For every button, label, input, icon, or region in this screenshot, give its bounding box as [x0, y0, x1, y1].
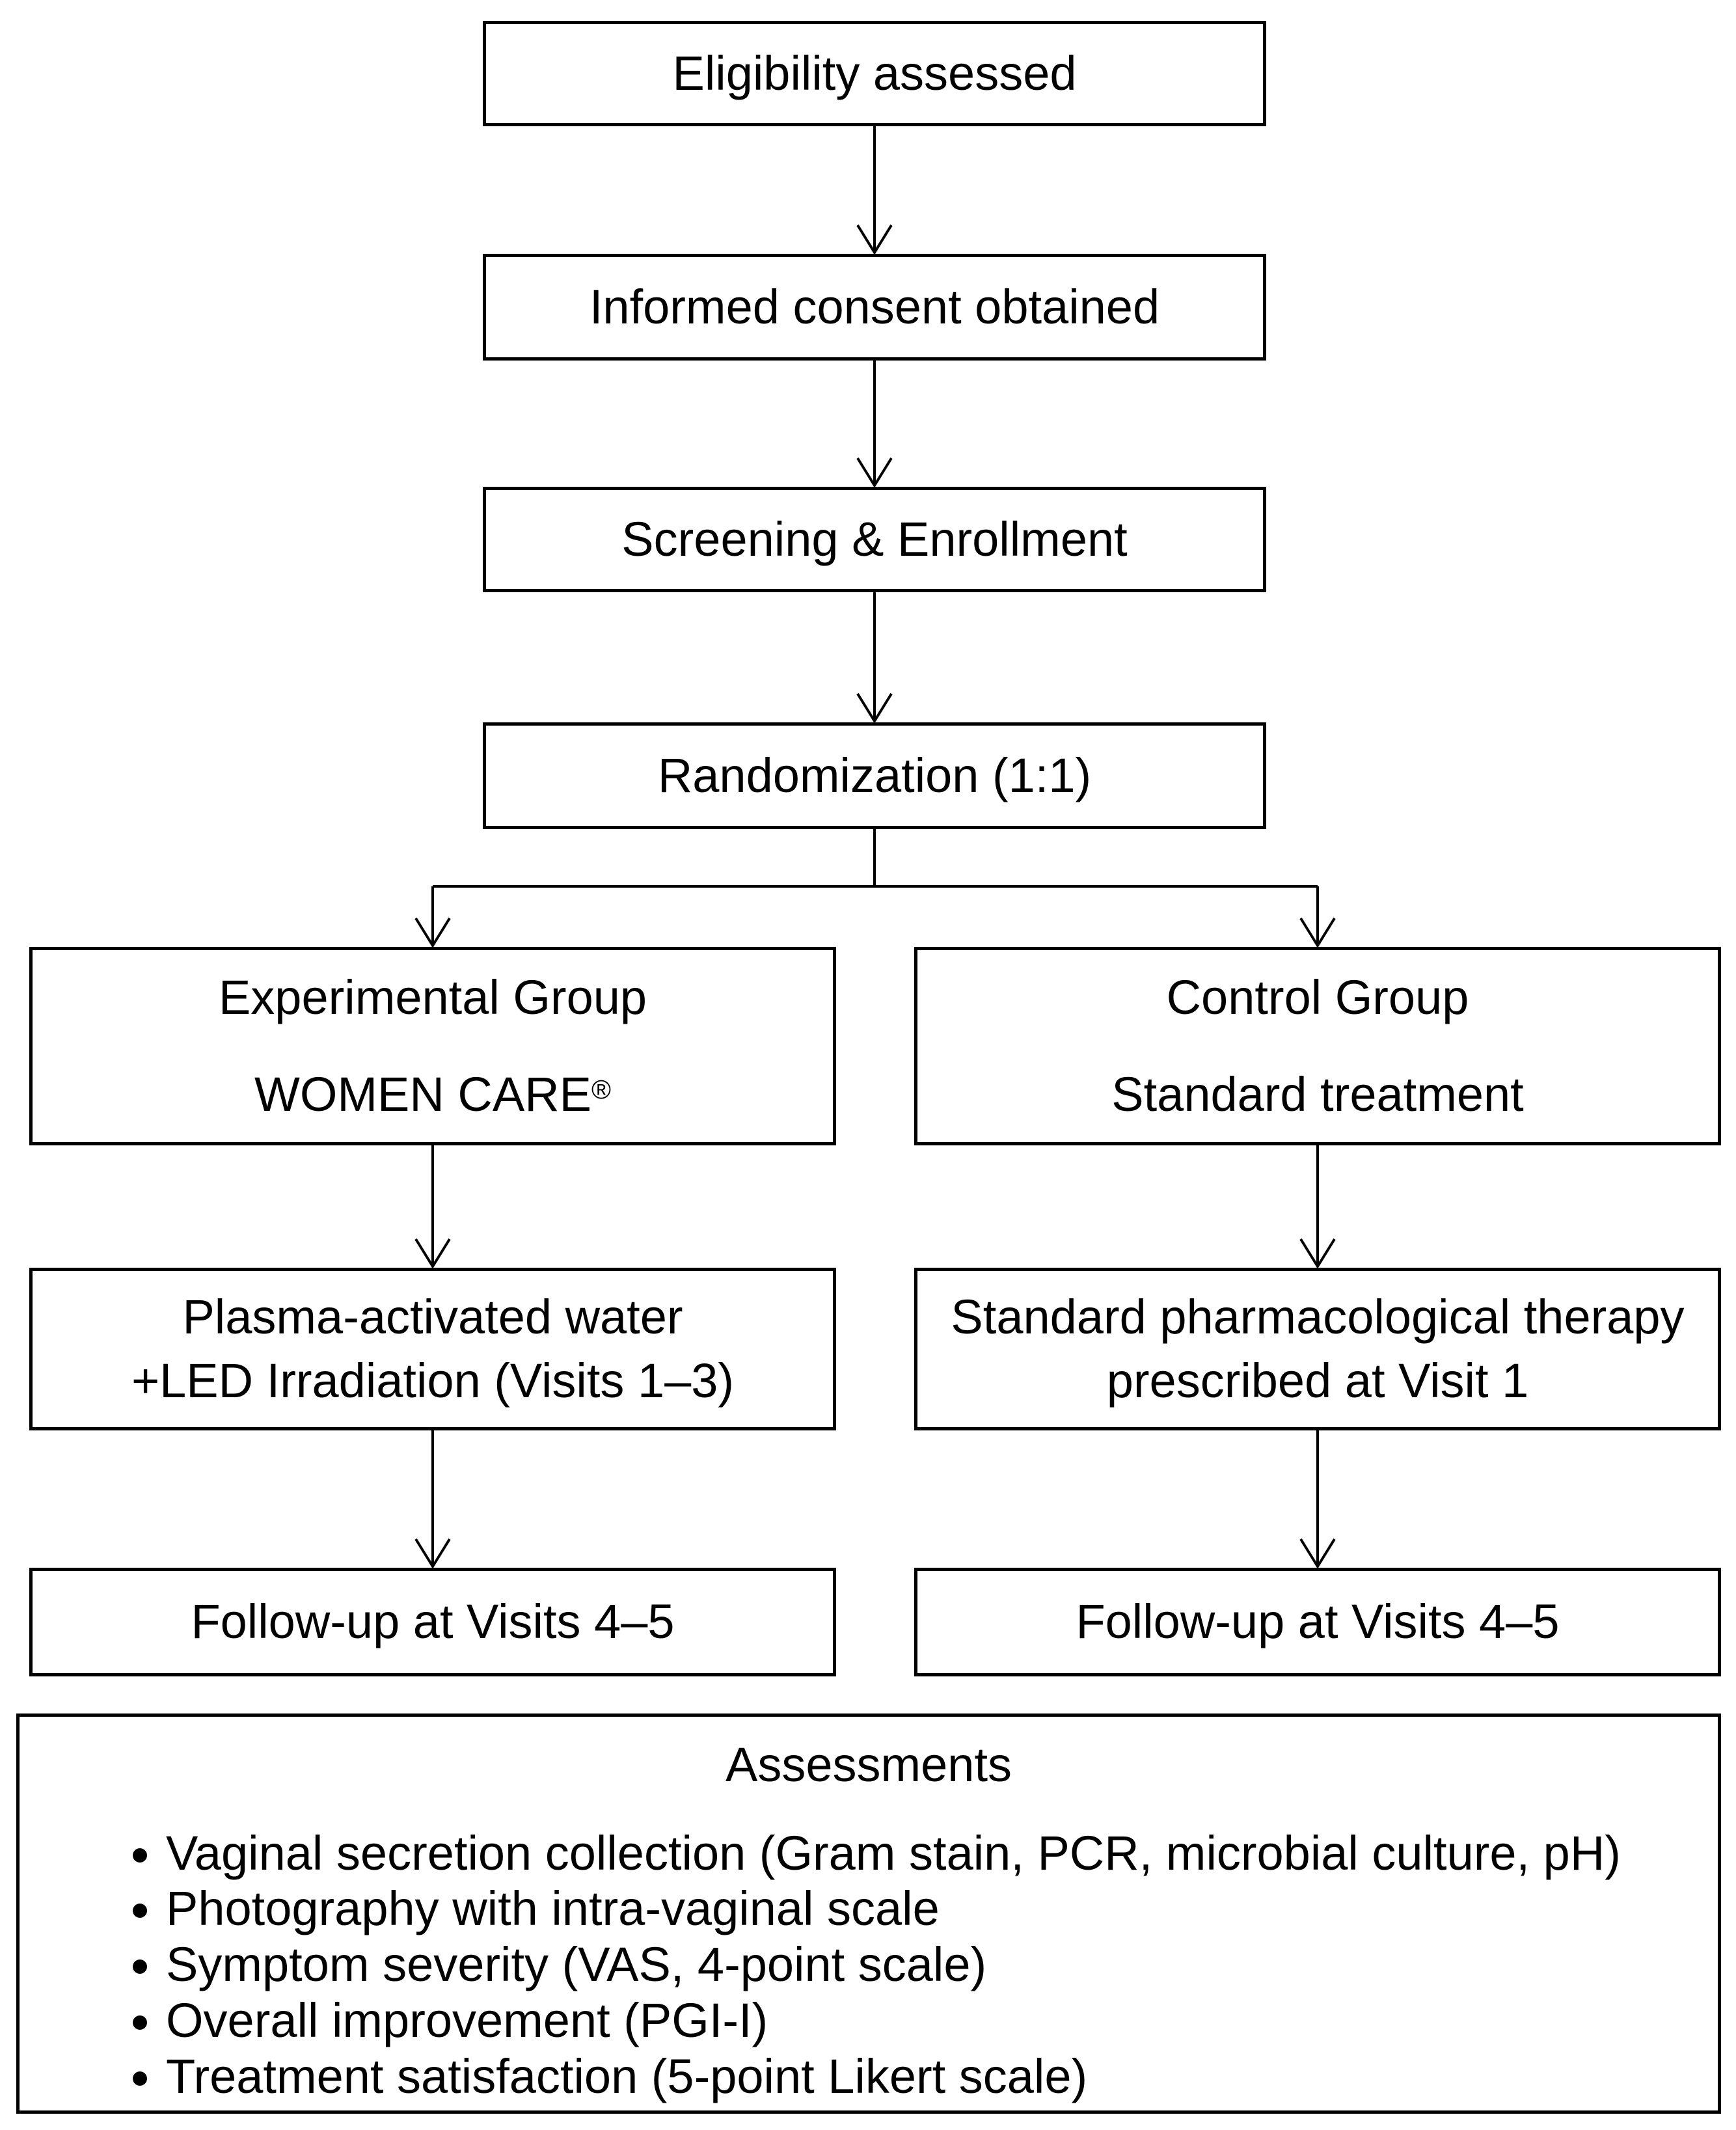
- experimental-group-name: WOMEN CARE®: [254, 1067, 611, 1121]
- arrow-consent-to-screening: [856, 361, 893, 488]
- experimental-treatment-box: Plasma-activated water +LED Irradiation …: [29, 1268, 836, 1430]
- assessment-item: Symptom severity (VAS, 4-point scale): [166, 1937, 1679, 1993]
- assessment-item: Treatment satisfaction (5-point Likert s…: [166, 2049, 1679, 2105]
- eligibility-label: Eligibility assessed: [672, 46, 1077, 100]
- arrow-experimental-to-treatment: [414, 1145, 451, 1269]
- experimental-treatment-line1: Plasma-activated water: [182, 1289, 683, 1344]
- control-treatment-box: Standard pharmacological therapy prescri…: [914, 1268, 1721, 1430]
- informed-consent-label: Informed consent obtained: [589, 279, 1160, 334]
- registered-trademark-symbol: ®: [591, 1074, 611, 1105]
- screening-enrollment-label: Screening & Enrollment: [621, 512, 1128, 566]
- arrow-screening-to-randomization: [856, 592, 893, 724]
- control-followup-label: Follow-up at Visits 4–5: [1076, 1594, 1560, 1649]
- assessment-item: Photography with intra-vaginal scale: [166, 1881, 1679, 1937]
- assessments-title: Assessments: [725, 1738, 1012, 1792]
- randomization-label: Randomization (1:1): [657, 748, 1092, 802]
- experimental-followup-box: Follow-up at Visits 4–5: [29, 1568, 836, 1676]
- experimental-group-box: Experimental Group WOMEN CARE®: [29, 947, 836, 1145]
- assessments-box: Assessments Vaginal secretion collection…: [16, 1714, 1721, 2114]
- control-treatment-line2: prescribed at Visit 1: [1106, 1354, 1529, 1408]
- arrow-control-treatment-to-followup: [1299, 1430, 1336, 1569]
- arrow-control-to-treatment: [1299, 1145, 1336, 1269]
- control-group-box: Control Group Standard treatment: [914, 947, 1721, 1145]
- randomization-branch-connector: [414, 829, 1336, 948]
- screening-enrollment-box: Screening & Enrollment: [483, 487, 1266, 592]
- control-followup-box: Follow-up at Visits 4–5: [914, 1568, 1721, 1676]
- assessments-list: Vaginal secretion collection (Gram stain…: [59, 1825, 1679, 2105]
- randomization-box: Randomization (1:1): [483, 722, 1266, 829]
- experimental-followup-label: Follow-up at Visits 4–5: [191, 1594, 675, 1649]
- informed-consent-box: Informed consent obtained: [483, 254, 1266, 361]
- arrow-eligibility-to-consent: [856, 126, 893, 255]
- assessment-item: Overall improvement (PGI-I): [166, 1993, 1679, 2049]
- assessment-item: Vaginal secretion collection (Gram stain…: [166, 1825, 1679, 1881]
- control-group-title: Control Group: [1166, 970, 1469, 1024]
- control-treatment-line1: Standard pharmacological therapy: [951, 1289, 1685, 1344]
- eligibility-box: Eligibility assessed: [483, 21, 1266, 126]
- arrow-experimental-treatment-to-followup: [414, 1430, 451, 1569]
- experimental-treatment-line2: +LED Irradiation (Visits 1–3): [131, 1354, 735, 1408]
- experimental-group-title: Experimental Group: [218, 970, 647, 1024]
- control-group-name: Standard treatment: [1111, 1067, 1524, 1121]
